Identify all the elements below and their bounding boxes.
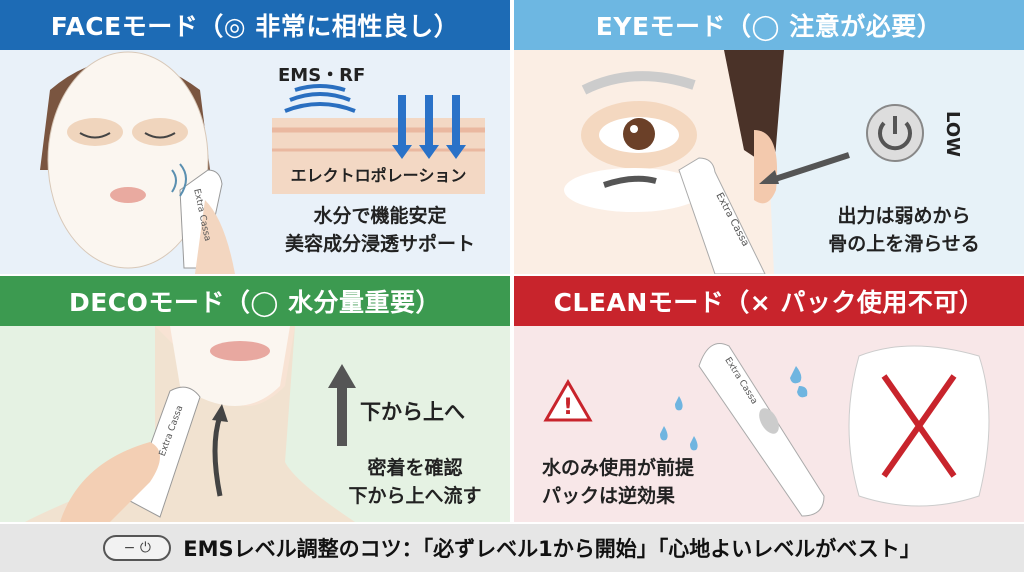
face-line2: 美容成分浸透サポート xyxy=(284,233,475,255)
warning-icon: ! xyxy=(563,395,573,420)
deco-line1: 密着を確認 xyxy=(367,457,463,479)
face-illustration xyxy=(40,51,485,274)
eye-mode-header: EYEモード（◯ 注意が必要） xyxy=(514,0,1024,50)
deco-illustration xyxy=(25,326,356,522)
clean-line2: パックは逆効果 xyxy=(542,485,676,507)
face-line1: 水分で機能安定 xyxy=(313,205,447,227)
clean-line1: 水のみ使用が前提 xyxy=(542,457,695,479)
eye-line2: 骨の上を滑らせる xyxy=(828,233,980,255)
face-mode-panel: FACEモード（◎ 非常に相性良し） Extra Cassa EMS・RF エレ… xyxy=(0,0,510,274)
deco-line2: 下から上へ流す xyxy=(348,485,482,507)
level-power-icon: − ⏻ xyxy=(103,535,172,561)
deco-arrow-label: 下から上へ xyxy=(360,400,465,424)
low-power-label: LOW xyxy=(941,111,963,157)
clean-mode-header: CLEANモード（× パック使用不可） xyxy=(514,276,1024,326)
footer-tip-bar: − ⏻ EMSレベル調整のコツ：「必ずレベル1から開始」「心地よいレベルがベスト… xyxy=(0,524,1024,572)
eye-mode-panel: EYEモード（◯ 注意が必要） Extra Cassa LOW 出力は弱めから … xyxy=(514,0,1024,274)
footer-tip-text: EMSレベル調整のコツ：「必ずレベル1から開始」「心地よいレベルがベスト」 xyxy=(183,537,921,561)
face-mode-header: FACEモード（◎ 非常に相性良し） xyxy=(0,0,510,50)
deco-mode-header: DECOモード（◯ 水分量重要） xyxy=(0,276,510,326)
eye-line1: 出力は弱めから xyxy=(837,205,971,227)
face-band-label: エレクトロポレーション xyxy=(290,166,467,185)
deco-mode-panel: DECOモード（◯ 水分量重要） Extra Cassa 下から上へ 密着を確認… xyxy=(0,276,510,522)
eye-illustration xyxy=(514,50,924,274)
clean-illustration: ! xyxy=(543,343,990,517)
face-tech-label: EMS・RF xyxy=(278,65,366,86)
clean-mode-panel: CLEANモード（× パック使用不可） ! Extra Cassa 水のみ使用が… xyxy=(514,276,1024,522)
